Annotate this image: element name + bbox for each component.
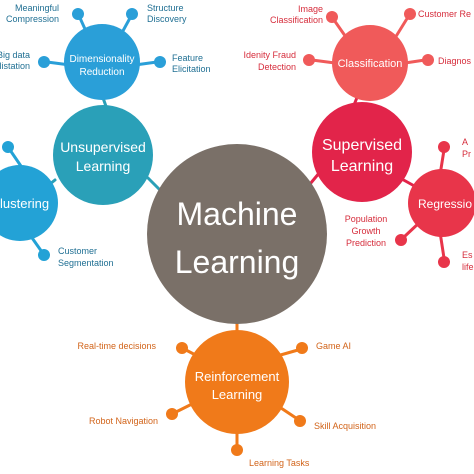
- dot-feature: [154, 56, 166, 68]
- leaf-image-1: Image: [298, 4, 323, 14]
- dot-meaningful: [72, 8, 84, 20]
- leaf-bigdata-1: Big data: [0, 50, 30, 60]
- clustering-label: lustering: [0, 196, 49, 211]
- leaf-customer-1: Customer: [58, 246, 97, 256]
- leaf-pop-2: Growth: [351, 226, 380, 236]
- center-node: [147, 144, 327, 324]
- clustering-node: [0, 165, 58, 241]
- dot-fraud: [303, 54, 315, 66]
- regression-label: Regressio: [418, 197, 472, 211]
- connector-class-retention: [393, 15, 410, 40]
- dot-reg-top: [438, 141, 450, 153]
- leaf-feature-1: Feature: [172, 53, 203, 63]
- leaf-image-2: Classification: [270, 15, 323, 25]
- leaf-meaningful-2: Compression: [6, 14, 59, 24]
- unsupervised-line2: Learning: [76, 158, 131, 174]
- supervised-line2: Learning: [331, 158, 393, 175]
- unsupervised-hub: [53, 105, 153, 205]
- dot-cluster-bottom: [38, 249, 50, 261]
- dot-diag: [422, 54, 434, 66]
- leaf-structure-2: Discovery: [147, 14, 187, 24]
- dot-cluster-top: [2, 141, 14, 153]
- dot-reg-bottom: [438, 256, 450, 268]
- leaf-game: Game AI: [316, 341, 351, 351]
- leaf-robot: Robot Navigation: [89, 416, 158, 426]
- dot-skill: [294, 415, 306, 427]
- leaf-est-2: life: [462, 262, 474, 272]
- dimred-line2: Reduction: [79, 67, 124, 78]
- leaf-fraud-1: Idenity Fraud: [243, 50, 296, 60]
- dot-bigdata: [38, 56, 50, 68]
- center-line1: Machine: [177, 196, 298, 232]
- leaf-pop-1: Population: [345, 214, 388, 224]
- leaf-customer-2: Segmentation: [58, 258, 114, 268]
- classification-label: Classification: [338, 58, 403, 70]
- supervised-hub: [312, 102, 412, 202]
- dot-structure: [126, 8, 138, 20]
- dot-reg-pop: [395, 234, 407, 246]
- leaf-adv-1: A: [462, 137, 468, 147]
- leaf-tasks: Learning Tasks: [249, 458, 310, 468]
- leaf-structure-1: Structure: [147, 3, 184, 13]
- leaf-feature-2: Elicitation: [172, 64, 211, 74]
- regression-node: [408, 169, 474, 237]
- connector-class-diag: [403, 58, 427, 65]
- dot-image: [326, 11, 338, 23]
- leaf-adv-2: Pr: [462, 149, 471, 159]
- leaf-retention-1: Customer Re: [418, 9, 471, 19]
- dot-retention: [404, 8, 416, 20]
- leaf-pop-3: Prediction: [346, 238, 386, 248]
- classification-node: [332, 25, 408, 101]
- unsupervised-line1: Unsupervised: [60, 139, 146, 155]
- leaf-fraud-2: Detection: [258, 62, 296, 72]
- dot-game: [296, 342, 308, 354]
- leaf-diag-1: Diagnos: [438, 56, 472, 66]
- reinforcement-hub: [185, 330, 289, 434]
- dot-realtime: [176, 342, 188, 354]
- center-line2: Learning: [175, 244, 300, 280]
- dot-tasks: [231, 444, 243, 456]
- supervised-line1: Supervised: [322, 137, 402, 154]
- dimred-line1: Dimensionality: [69, 54, 134, 65]
- leaf-realtime: Real-time decisions: [77, 341, 156, 351]
- leaf-bigdata-2: isualistation: [0, 61, 30, 71]
- connector-class-fraud: [310, 58, 337, 65]
- reinforcement-line1: Reinforcement: [195, 369, 280, 384]
- dimred-node: [64, 24, 140, 100]
- leaf-meaningful-1: Meaningful: [15, 3, 59, 13]
- leaf-dots: [2, 8, 450, 456]
- reinforcement-line2: Learning: [212, 387, 263, 402]
- leaf-skill: Skill Acquisition: [314, 421, 376, 431]
- dot-robot: [166, 408, 178, 420]
- leaf-est-1: Es: [462, 250, 473, 260]
